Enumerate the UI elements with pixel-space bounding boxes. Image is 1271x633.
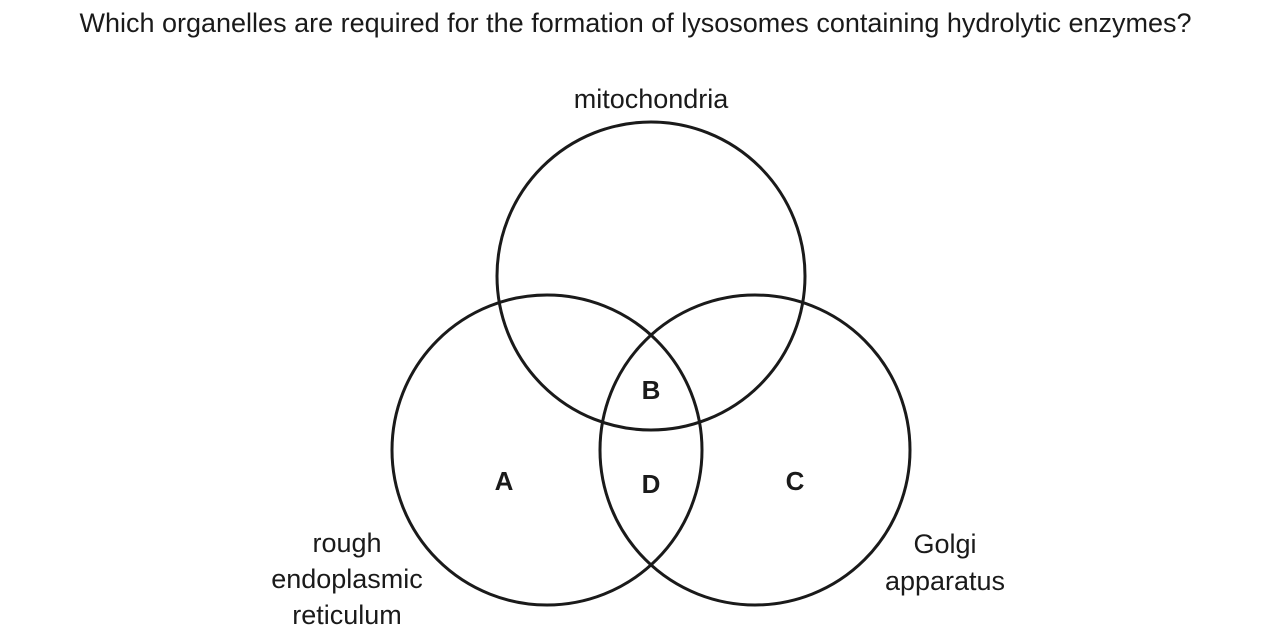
golgi-label-line-1: Golgi (913, 529, 976, 559)
question-text: Which organelles are required for the fo… (79, 8, 1192, 38)
mitochondria-label: mitochondria (574, 84, 730, 114)
region-c-label: C (786, 466, 805, 496)
golgi-circle (598, 293, 912, 607)
rough-er-label-line-1: rough (312, 528, 381, 558)
golgi-label-line-2: apparatus (885, 566, 1005, 596)
rough-er-label-line-3: reticulum (292, 600, 402, 630)
region-b-label: B (642, 375, 661, 405)
region-d-label: D (642, 469, 661, 499)
rough-er-label-line-2: endoplasmic (271, 564, 423, 594)
mitochondria-circle (495, 120, 807, 432)
region-a-label: A (495, 466, 514, 496)
rough-er-circle (390, 293, 704, 607)
